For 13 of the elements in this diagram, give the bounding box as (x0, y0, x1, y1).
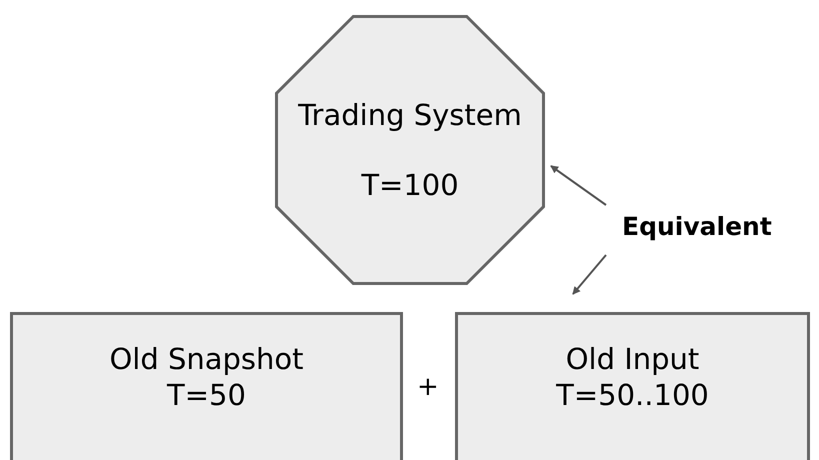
node-text: Old Snapshot (109, 341, 304, 378)
process-box (455, 312, 810, 460)
node-text: T=50 (167, 377, 246, 414)
node-text: T=50..100 (556, 377, 709, 414)
node-text: Trading System (298, 96, 522, 133)
plus-sign: + (417, 372, 439, 402)
node-text: Old Input (566, 341, 700, 378)
octagon-node (275, 15, 545, 285)
process-box (10, 312, 403, 460)
arrow (572, 254, 607, 295)
edge-label-text: Equivalent (622, 211, 772, 242)
arrow (550, 165, 607, 206)
node-text: T=100 (361, 167, 459, 204)
